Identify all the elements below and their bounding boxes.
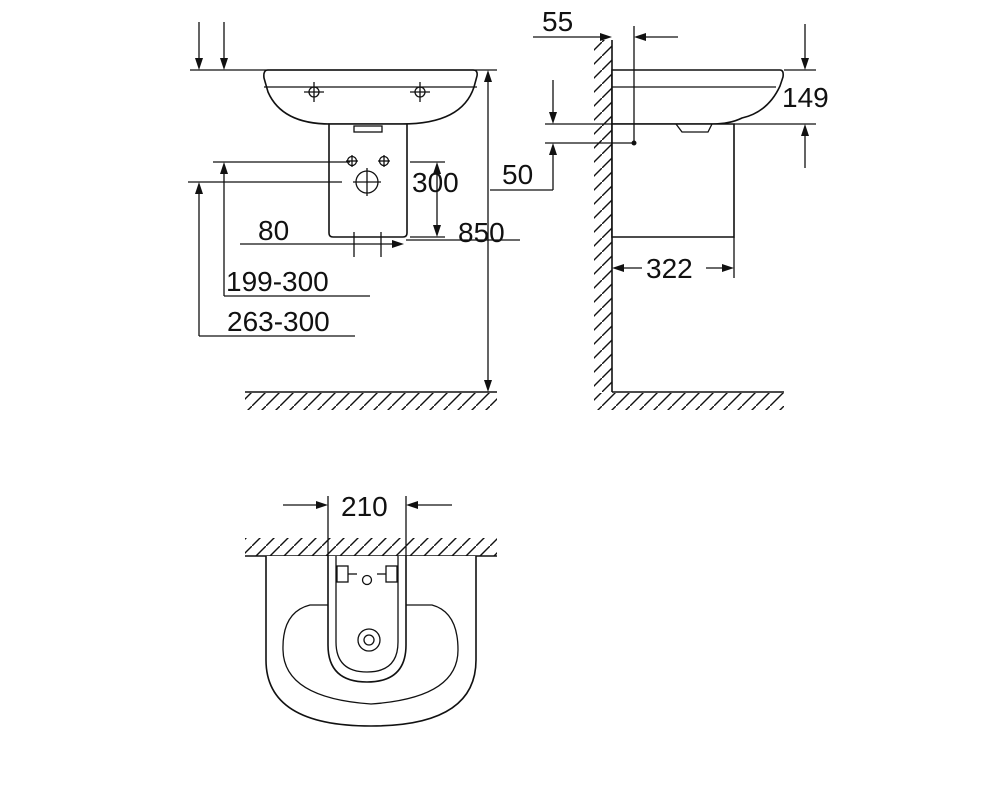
dim-mount-height-label: 50 — [502, 159, 533, 190]
dim-mount-height — [490, 80, 634, 191]
dim-overall-height — [406, 70, 520, 392]
side-trap-cover — [611, 123, 735, 238]
tap-hole-right-icon — [410, 82, 430, 102]
dim-top-trap-width-label: 210 — [341, 491, 388, 522]
top-basin-bowl — [282, 604, 459, 705]
top-drain-icon — [357, 628, 381, 652]
dim-waste-height-label: 199-300 — [226, 266, 329, 297]
dim-wall-offset-label: 55 — [542, 6, 573, 37]
dim-wall-offset — [533, 26, 678, 143]
top-view: 210 — [245, 491, 497, 727]
side-basin — [611, 69, 784, 125]
dim-supply-height — [188, 181, 355, 337]
front-trap-cover — [328, 123, 408, 238]
dim-trap-width-label: 80 — [258, 215, 289, 246]
top-wall — [245, 538, 497, 557]
dim-trap-height — [410, 161, 445, 238]
dim-waste-height — [213, 161, 370, 297]
tap-hole-left-icon — [304, 82, 324, 102]
front-top-reference — [190, 22, 497, 71]
top-brackets — [336, 565, 398, 583]
dim-basin-thickness — [734, 24, 816, 168]
top-small-hole-icon — [361, 574, 373, 586]
front-floor — [245, 391, 497, 410]
dim-top-trap-width — [283, 496, 452, 556]
side-wall — [594, 40, 613, 392]
dim-basin-thickness-label: 149 — [782, 82, 829, 113]
front-basin — [263, 69, 478, 125]
dim-overall-height-label: 850 — [458, 217, 505, 248]
dim-trap-height-label: 300 — [412, 167, 459, 198]
side-floor — [594, 391, 784, 410]
side-view: 55 149 50 322 — [490, 6, 829, 410]
dim-trap-depth-label: 322 — [646, 253, 693, 284]
front-view: 850 300 80 199-300 — [188, 22, 520, 410]
dim-trap-depth — [612, 237, 735, 278]
dim-supply-height-label: 263-300 — [227, 306, 330, 337]
top-trap-cover — [327, 556, 407, 683]
dim-trap-width — [240, 232, 404, 257]
